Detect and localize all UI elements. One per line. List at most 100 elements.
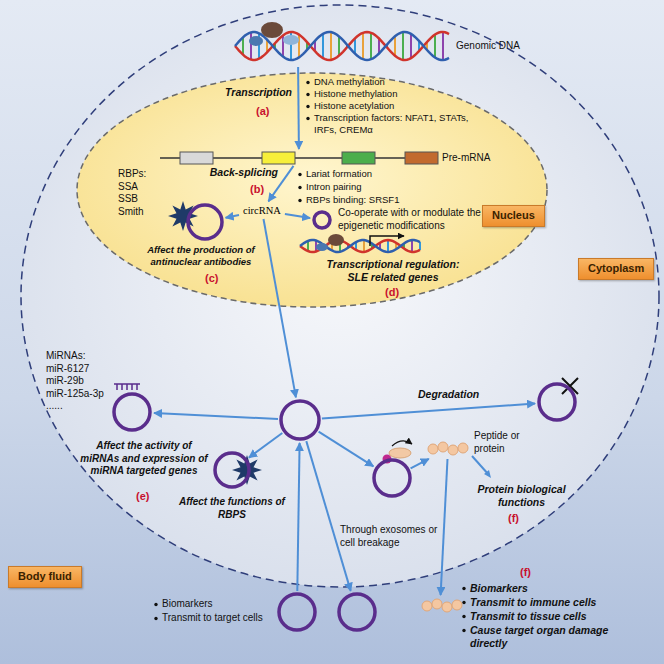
node-shape <box>337 592 377 632</box>
circrna-circle: Co-operate with or modulate the epigenet… <box>312 210 332 230</box>
protein-blob <box>328 234 344 246</box>
bullet-dot <box>462 629 465 632</box>
peptide-dot <box>438 442 448 452</box>
edge-label: Degradation <box>418 388 479 401</box>
bullet-dot <box>306 81 309 84</box>
node-label: Co-operate with or modulate the epigenet… <box>338 207 513 232</box>
annotation: Histone acetylation <box>314 100 486 112</box>
mirna-strand <box>114 384 140 390</box>
dna-strand <box>300 240 420 252</box>
circrna-node: circRNA <box>240 203 284 218</box>
leader-arrowhead <box>484 470 491 478</box>
connector-arrow <box>322 404 535 419</box>
dna-strand <box>300 240 420 252</box>
region-outline <box>21 5 659 587</box>
node-shape <box>537 382 577 422</box>
exon-box <box>342 152 375 164</box>
peptide-dot <box>432 599 442 609</box>
peptide-group <box>420 597 460 615</box>
protein-blob <box>249 36 263 46</box>
dna-helix <box>300 240 420 252</box>
region-label: Nucleus <box>482 205 545 227</box>
peptide-group: Peptide or protein <box>426 440 470 458</box>
annotation: Transmit to tissue cells <box>470 610 620 623</box>
annotation: Histone methylation <box>314 88 486 100</box>
bullet-dot <box>462 615 465 618</box>
base-pair <box>402 32 404 60</box>
annotation: RBPs binding: SRSF1 <box>306 194 486 206</box>
base-pair <box>370 33 372 59</box>
callout-number: (e) <box>136 490 149 504</box>
bullet-dot <box>298 173 301 176</box>
base-pair <box>387 240 389 252</box>
circrna-circle: Affect the functions of RBPS <box>213 451 251 489</box>
peptide-dot <box>428 444 438 454</box>
translation-arrow <box>392 441 412 446</box>
connector-arrow <box>154 413 278 419</box>
bullet-dot <box>298 186 301 189</box>
bullets <box>154 81 465 632</box>
node-label: Affect the functions of RBPS <box>176 496 288 521</box>
circrna-circle <box>337 592 377 632</box>
node-shape <box>312 210 332 230</box>
annotation: Transcriptional regulation: SLE related … <box>318 258 468 284</box>
bullet-dot <box>154 603 157 606</box>
callout-number: (a) <box>256 105 269 119</box>
node-label: circRNA <box>240 203 284 218</box>
dna-node: Genomic DNA <box>235 28 452 66</box>
bullet-dot <box>306 105 309 108</box>
bullet-dot <box>306 93 309 96</box>
node-shape <box>420 597 460 615</box>
annotation: Biomarkers <box>470 582 620 595</box>
connector-arrow <box>411 459 429 468</box>
peptide-dot <box>452 600 462 610</box>
node-shape <box>213 451 251 489</box>
node-shape <box>426 440 470 458</box>
annotation: DNA methylation <box>314 76 486 88</box>
connector-arrow <box>441 459 448 595</box>
annotation: Affect the production of antinuclear ant… <box>126 244 276 268</box>
callout-number: (f) <box>520 566 531 580</box>
pre-mrna-strip: Pre-mRNA <box>160 151 438 165</box>
connector-arrow <box>285 214 310 218</box>
protein-blob <box>316 243 328 251</box>
callout-number: (b) <box>250 183 264 197</box>
node-label: RBPs: SSA SSB Smith <box>118 168 158 218</box>
circrna-circle <box>279 399 321 441</box>
protein-blob <box>261 22 283 38</box>
circrna-ring <box>188 205 222 239</box>
bullet-dot <box>462 601 465 604</box>
connector-arrow <box>249 433 282 458</box>
rbp-stars <box>168 201 262 485</box>
connector-arrow <box>264 219 296 397</box>
exon-box <box>180 152 213 164</box>
node-label: Peptide or protein <box>474 430 530 455</box>
callout-number: (f) <box>508 512 519 526</box>
protein-blob <box>283 35 299 45</box>
bullet-dot <box>154 617 157 620</box>
base-pair <box>250 32 252 59</box>
base-pair <box>330 32 332 60</box>
bullet-dot <box>298 199 301 202</box>
node-shape <box>186 203 224 241</box>
annotation: Cause target organ damage directly <box>470 624 620 650</box>
base-pair <box>322 34 324 58</box>
base-pair <box>434 35 436 58</box>
rbp-star <box>232 455 262 485</box>
node-label: MiRNAs: miR-6127 miR-29b miR-125a-3p ...… <box>46 350 112 413</box>
node-shape <box>277 592 317 632</box>
callout-number: (d) <box>385 286 399 300</box>
node-shape <box>279 399 321 441</box>
node-shape <box>112 392 152 432</box>
circrna-ring <box>539 384 575 420</box>
edge-label: Back-splicing <box>206 166 278 179</box>
base-pair <box>242 37 244 54</box>
rbp-star <box>168 201 198 231</box>
node-shape <box>160 151 438 165</box>
peptide-dot <box>458 443 468 453</box>
base-pair <box>363 240 365 252</box>
region-label: Body fluid <box>8 566 82 588</box>
